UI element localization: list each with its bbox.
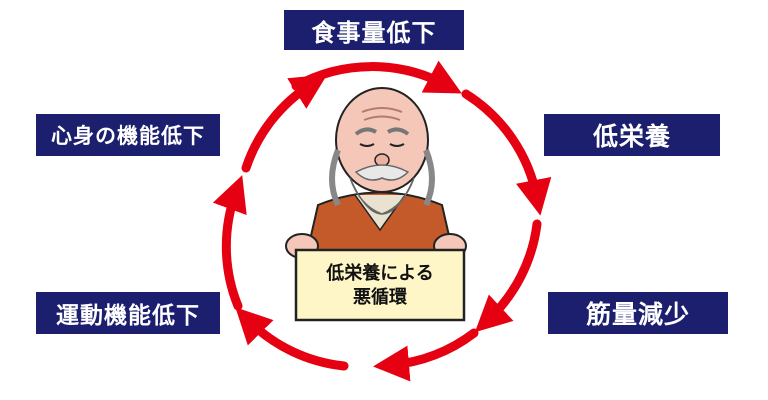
elderly-man-illustration xyxy=(285,87,467,263)
arrow-bottom-to-left xyxy=(235,307,349,371)
arrow-mal-to-muscle xyxy=(461,89,552,216)
center-sign-text: 低栄養による 悪循環 xyxy=(300,256,460,316)
node-food-intake-decline: 食事量低下 xyxy=(284,10,464,50)
arrow-left-up xyxy=(212,175,247,311)
node-muscle-loss: 筋量減少 xyxy=(548,292,728,334)
arrow-motor-bottom xyxy=(373,328,479,382)
center-sign-line1: 低栄養による xyxy=(326,263,434,284)
node-malnutrition: 低栄養 xyxy=(544,114,720,156)
center-sign-board xyxy=(294,248,466,322)
node-mind-body-function-decline: 心身の機能低下 xyxy=(36,114,220,156)
arrow-mind-to-food xyxy=(241,74,328,173)
node-motor-function-decline: 運動機能低下 xyxy=(36,292,220,334)
arrow-muscle-to-motor xyxy=(474,219,542,333)
arrow-food-to-mal xyxy=(291,60,462,94)
center-sign-line2: 悪循環 xyxy=(353,287,407,308)
